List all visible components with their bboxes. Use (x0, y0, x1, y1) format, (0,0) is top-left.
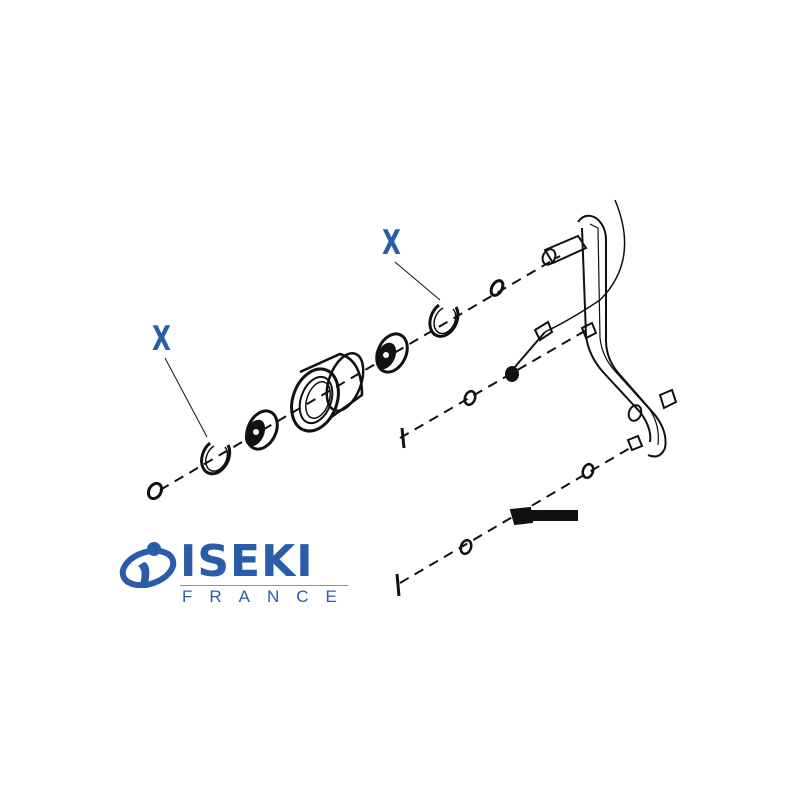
logo-divider (180, 585, 348, 586)
logo-subtitle: FRANCE (182, 587, 354, 606)
clevis-bolt-icon (509, 506, 578, 526)
iseki-france-logo: ISEKI FRANCE (118, 538, 358, 608)
circlip-left-icon (200, 441, 232, 476)
washer-lower-right-icon (581, 462, 595, 480)
callout-leader-right (394, 261, 441, 301)
circlip-right-icon (428, 303, 460, 338)
washer-lower-left-icon (459, 538, 473, 556)
roller-sleeve-icon (290, 352, 365, 433)
logo-brand: ISEKI (180, 536, 314, 587)
pedal-lever-arm-icon (541, 214, 678, 458)
split-pin-lower-icon (395, 573, 401, 597)
callout-x-left: X (152, 319, 171, 359)
cable-icon (544, 199, 626, 333)
bearing-left-icon (244, 409, 279, 451)
washer-upper-icon (463, 389, 477, 407)
small-clip-left-icon (146, 481, 164, 501)
iseki-emblem-icon (119, 542, 177, 588)
callout-x-right: X (382, 223, 401, 263)
bearing-right-icon (375, 332, 409, 374)
small-clip-right-icon (489, 279, 505, 297)
callout-leader-left (164, 357, 208, 438)
split-pin-upper-icon (400, 427, 406, 449)
